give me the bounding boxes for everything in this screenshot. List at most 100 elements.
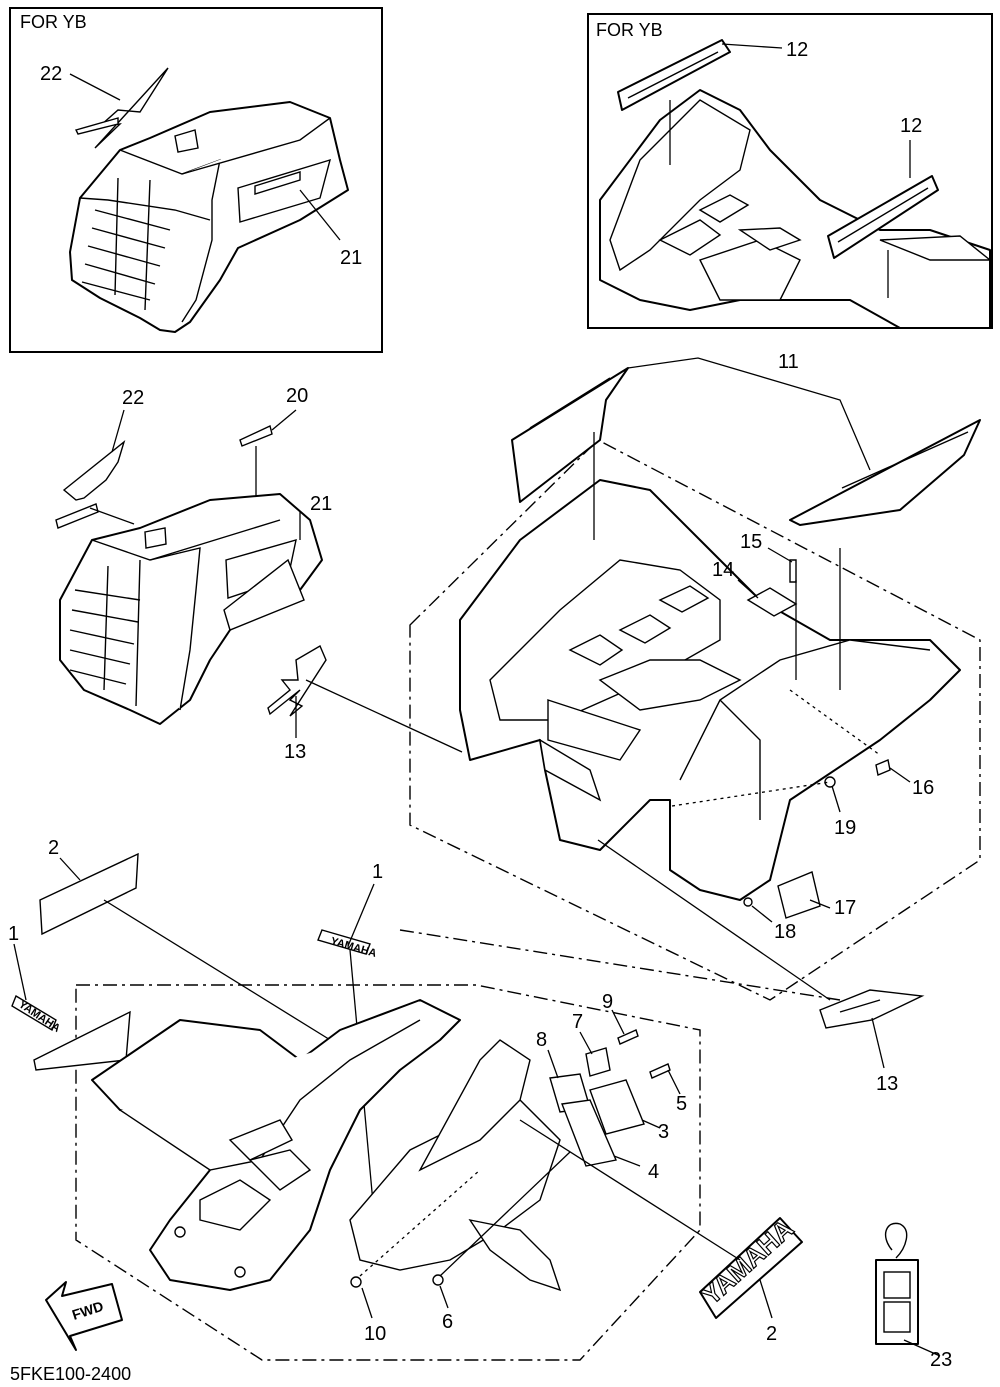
fwd-arrow-icon: FWD	[45, 1281, 123, 1351]
leader-2-lower-to-fender	[519, 1119, 741, 1261]
front-fender-dashed-outline	[75, 984, 701, 1361]
leader-13-left-to-fender	[305, 679, 463, 753]
leader-4	[613, 1155, 641, 1167]
callout-6: 6	[442, 1311, 453, 1333]
callout-23: 23	[930, 1349, 952, 1371]
part-10-nut	[350, 1276, 362, 1288]
leader-22-inset	[69, 73, 121, 101]
callout-13-right: 13	[876, 1073, 898, 1095]
leader-19-dotted	[671, 781, 831, 807]
callout-11: 11	[778, 351, 799, 373]
callout-16: 16	[912, 777, 934, 799]
leader-17	[809, 899, 831, 909]
diagram-code: 5FKE100-2400	[10, 1364, 131, 1384]
callout-21-inset: 21	[340, 247, 362, 269]
leader-5	[667, 1069, 681, 1095]
leader-7	[579, 1031, 593, 1055]
part-7-pad	[585, 1047, 611, 1077]
leader-13-right-from-fender	[597, 839, 831, 1001]
leader-3	[641, 1119, 661, 1129]
callout-15: 15	[740, 531, 762, 553]
leader-20	[271, 409, 297, 431]
decal-2-yamaha-text: YAMAHA	[696, 1213, 799, 1310]
callout-19: 19	[834, 817, 856, 839]
callout-9: 9	[602, 991, 613, 1013]
callout-7: 7	[572, 1011, 583, 1033]
inset-left-title: FOR YB	[20, 12, 87, 32]
callout-1-left: 1	[8, 923, 19, 945]
leader-8	[547, 1049, 559, 1079]
part-18-screw	[743, 897, 753, 907]
callout-13-left: 13	[284, 741, 306, 763]
callout-1-center: 1	[372, 861, 383, 883]
callout-22-main: 22	[122, 387, 144, 409]
decal-22-inset	[74, 67, 169, 149]
inset-left-frame	[9, 7, 383, 353]
leader-6	[439, 1285, 449, 1309]
callout-2-lower: 2	[766, 1323, 777, 1345]
part-6-nut	[432, 1274, 444, 1286]
inset-right-title: FOR YB	[596, 20, 663, 40]
decal-2-yamaha: YAMAHA	[695, 1213, 803, 1319]
callout-20: 20	[286, 385, 308, 407]
emblem-1-left: YAMAHA	[11, 994, 62, 1035]
part-16-clip	[875, 759, 891, 776]
leader-22-main-b	[89, 507, 135, 525]
leader-16	[889, 767, 911, 783]
leader-1-left	[13, 943, 27, 1001]
leader-13-right	[871, 1017, 885, 1069]
leader-23	[903, 1339, 941, 1357]
leader-14	[737, 579, 759, 599]
callout-12-lower: 12	[900, 115, 922, 137]
leader-11	[627, 357, 871, 471]
leader-22-main	[111, 409, 125, 453]
part-15-bolt	[789, 559, 797, 583]
part-3-plate	[589, 1079, 645, 1135]
rear-fender-assembly: 11 15 14 16 19 17 18	[409, 351, 981, 1001]
inset-left: FOR YB 22 21	[9, 7, 383, 353]
leader-15	[767, 547, 793, 563]
leader-10-dotted	[359, 1169, 481, 1277]
part-5-screw	[649, 1063, 671, 1079]
part-9-screw	[617, 1029, 639, 1045]
decal-13-right	[819, 989, 925, 1029]
leader-12a	[721, 43, 783, 49]
tag-23	[875, 1222, 919, 1345]
callout-4: 4	[648, 1161, 659, 1183]
callout-3: 3	[658, 1121, 669, 1143]
callout-21-main: 21	[310, 493, 332, 515]
rear-cover-assembly: 22 20 21 13	[55, 385, 463, 763]
callout-2-upper: 2	[48, 837, 59, 859]
front-fender-assembly: 2 YAMAHA 1 YAMAHA 1	[8, 837, 701, 1361]
leader-2-upper	[59, 857, 81, 881]
rear-cover-inset	[69, 101, 349, 333]
part-17-bracket	[777, 871, 821, 919]
decal-20	[239, 425, 273, 447]
callout-8: 8	[536, 1029, 547, 1051]
callout-12-upper: 12	[786, 39, 808, 61]
side-cover-left-11	[511, 367, 629, 503]
leader-10	[361, 1287, 373, 1319]
side-cover-right-11	[789, 419, 981, 526]
leader-21-inset	[299, 189, 341, 241]
callout-5: 5	[676, 1093, 687, 1115]
inset-right: FOR YB 12 12	[587, 13, 993, 329]
decal-2-upper	[39, 852, 139, 936]
leader-6-line	[439, 1151, 571, 1277]
rear-fender-inset	[599, 89, 992, 329]
decal-13-left	[267, 644, 327, 717]
callout-14: 14	[712, 559, 734, 581]
leader-19	[831, 785, 841, 813]
part-4-plate	[561, 1099, 617, 1167]
decal-12-lower	[827, 175, 939, 259]
decal-22-main	[55, 440, 126, 529]
callout-10: 10	[364, 1323, 386, 1345]
leader-13-right-dashed	[399, 929, 841, 1001]
callout-17: 17	[834, 897, 856, 919]
leader-2-upper-to-fender	[103, 899, 341, 1047]
leader-9	[611, 1009, 625, 1035]
callout-18: 18	[774, 921, 796, 943]
leader-2-lower	[759, 1279, 773, 1319]
callout-22-inset: 22	[40, 63, 62, 85]
